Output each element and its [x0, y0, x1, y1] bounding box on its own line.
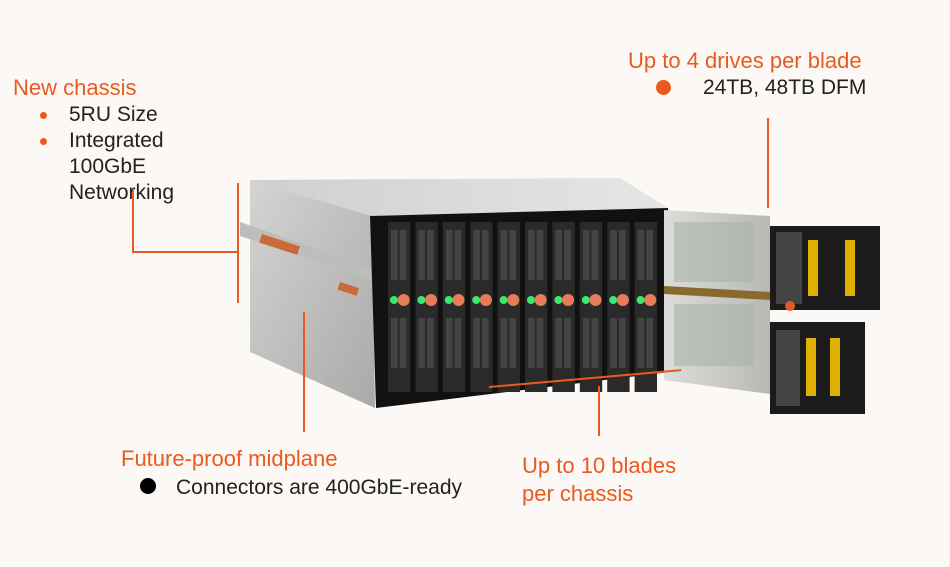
drive-handle — [528, 230, 535, 280]
midplane-item: Connectors are 400GbE-ready — [176, 476, 462, 499]
list-item: 5RU Size — [37, 102, 239, 128]
new-chassis-title: New chassis — [13, 75, 137, 100]
drive-handle — [500, 230, 508, 280]
drives-callout: Up to 4 drives per blade — [628, 48, 862, 74]
drive-handle — [618, 318, 626, 368]
drives-connector — [767, 118, 769, 208]
release-button — [589, 294, 602, 306]
drive-handle — [391, 318, 398, 368]
drive-handle — [445, 318, 453, 368]
midplane-callout: Future-proof midplane — [121, 446, 337, 472]
drive-handle — [445, 230, 453, 280]
blades-title-line1: Up to 10 blades — [522, 453, 677, 478]
release-button — [534, 294, 547, 306]
drive-handle — [418, 230, 426, 280]
new-chassis-connector — [132, 190, 134, 252]
status-led — [444, 296, 453, 304]
drive-handle — [418, 318, 426, 368]
drive-handle — [500, 318, 508, 368]
drive-handle — [610, 230, 617, 280]
status-led — [390, 296, 398, 304]
release-button — [452, 294, 465, 306]
drive-handle — [399, 230, 407, 280]
drives-bullet-icon — [656, 80, 671, 95]
drive-handle — [582, 230, 590, 280]
blade-slots — [388, 222, 657, 392]
release-button — [644, 294, 657, 306]
drive-handle — [481, 318, 489, 368]
drive-handle — [454, 230, 462, 280]
drive-handle — [536, 230, 544, 280]
drive-handle — [555, 230, 563, 280]
new-chassis-connector — [237, 183, 239, 303]
release-button — [425, 294, 438, 306]
drive-handle — [618, 230, 626, 280]
drive-handle — [528, 318, 535, 368]
drive-handle — [610, 318, 617, 368]
drive-handle — [591, 318, 599, 368]
status-led — [527, 296, 535, 304]
drive-handle — [555, 318, 563, 368]
release-button — [397, 294, 410, 306]
release-button — [616, 294, 629, 306]
drive-handle — [391, 230, 398, 280]
status-led — [499, 296, 508, 304]
release-button — [479, 294, 492, 306]
status-led — [636, 296, 645, 304]
new-chassis-connector — [132, 251, 239, 253]
drive-handle — [399, 318, 407, 368]
drive-handle — [509, 318, 516, 368]
release-button — [507, 294, 520, 306]
drive-handle — [473, 318, 480, 368]
midplane-bullet-icon — [140, 478, 156, 494]
status-led — [472, 296, 481, 304]
drive-handle — [509, 230, 516, 280]
midplane-connector — [303, 312, 305, 432]
drive-handle — [637, 230, 645, 280]
drives-item: 24TB, 48TB DFM — [703, 76, 867, 99]
blades-title-line2: per chassis — [522, 481, 634, 506]
status-led — [554, 296, 563, 304]
drive-handle — [564, 230, 571, 280]
drive-handle — [473, 230, 480, 280]
drive-handle — [582, 318, 590, 368]
drives-title: Up to 4 drives per blade — [628, 48, 862, 73]
drive-handle — [646, 230, 653, 280]
drive-handle — [427, 318, 434, 368]
status-led — [417, 296, 426, 304]
drive-handle — [427, 230, 434, 280]
blades-callout: Up to 10 blades per chassis — [522, 452, 676, 508]
status-led — [609, 296, 618, 304]
midplane-title: Future-proof midplane — [121, 446, 338, 471]
status-led — [581, 296, 590, 304]
drive-handle — [591, 230, 599, 280]
new-chassis-list: 5RU Size Integrated 100GbE Networking — [13, 102, 239, 206]
drive-handle — [564, 318, 571, 368]
drive-handle — [536, 318, 544, 368]
drive-handle — [637, 318, 645, 368]
new-chassis-callout: New chassis 5RU Size Integrated 100GbE N… — [13, 75, 239, 206]
release-button — [562, 294, 575, 306]
drive-handle — [481, 230, 489, 280]
blades-connector — [598, 386, 600, 436]
drive-handle — [646, 318, 653, 368]
drive-handle — [454, 318, 462, 368]
list-item: Integrated 100GbE Networking — [37, 128, 239, 206]
